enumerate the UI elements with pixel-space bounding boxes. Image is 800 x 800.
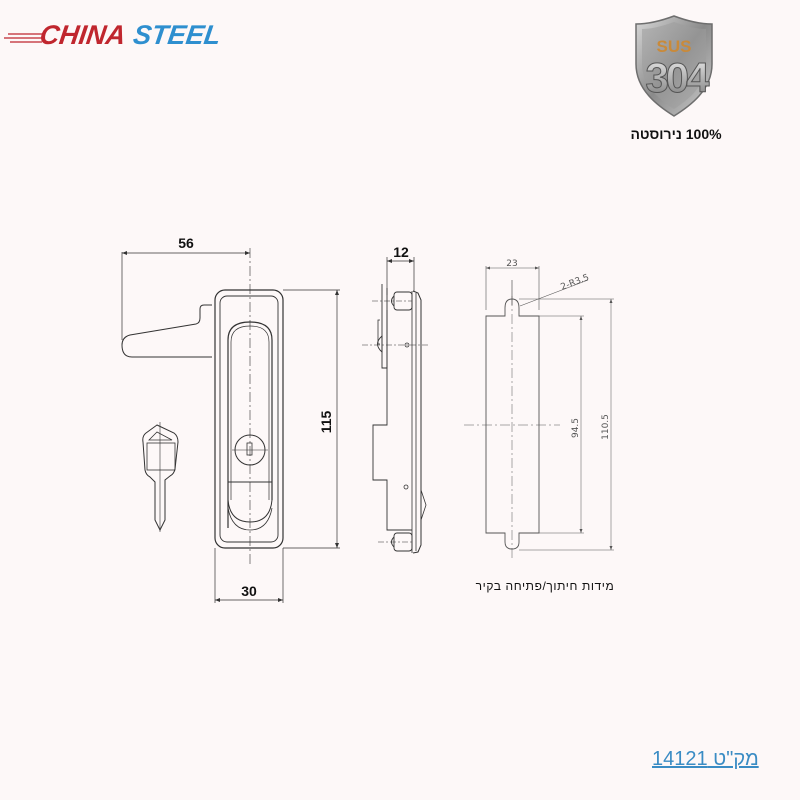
material-caption: 100% נירוסטה <box>630 126 722 142</box>
dim-cutout-outer-height: 110.5 <box>601 414 611 440</box>
dim-width-body: 30 <box>241 583 257 599</box>
key-icon <box>142 422 179 532</box>
dim-depth: 12 <box>393 244 409 260</box>
cutout-caption: מידות חיתוך/פתיחה בקיר <box>475 579 615 593</box>
dim-height: 115 <box>318 410 334 433</box>
svg-text:SUS: SUS <box>657 37 692 56</box>
svg-text:304: 304 <box>645 54 710 101</box>
sku-link[interactable]: מק"ט 14121 <box>652 748 759 770</box>
front-view: 56 115 30 <box>121 235 340 603</box>
cutout-view: 23 2-R3.5 94.5 110.5 <box>464 259 614 560</box>
dim-cutout-inner-height: 94.5 <box>571 418 581 438</box>
dim-radius: 2-R3.5 <box>559 273 590 293</box>
speed-lines-icon <box>4 33 42 43</box>
dim-cutout-width: 23 <box>506 259 517 269</box>
shield-icon: SUS 304 <box>635 15 714 117</box>
dim-width-handle: 56 <box>178 235 194 251</box>
side-view: 12 <box>362 244 430 554</box>
